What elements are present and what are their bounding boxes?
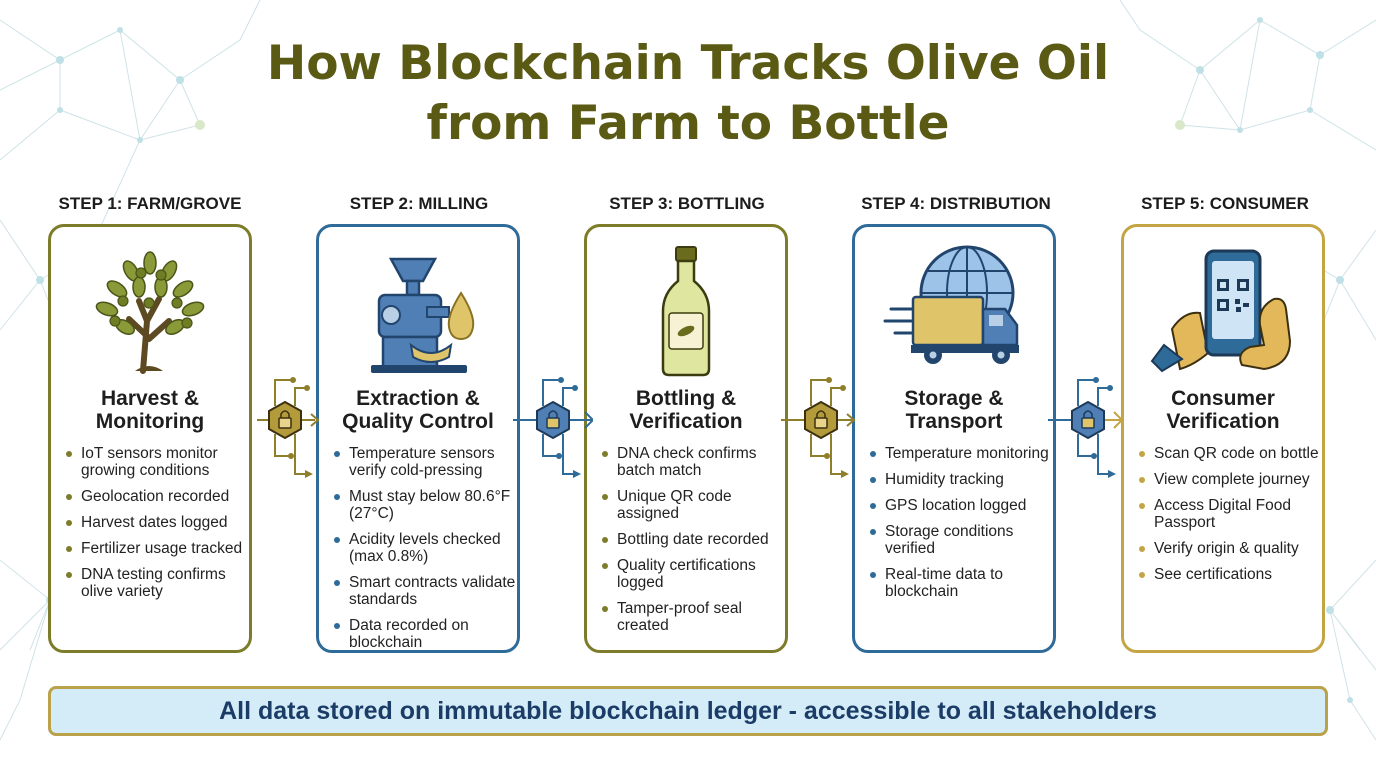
oil-bottle-icon [661, 246, 711, 377]
truck-globe-icon [883, 245, 1019, 364]
list-item: Must stay below 80.6°F (27°C) [333, 488, 517, 522]
list-item: Scan QR code on bottle [1138, 445, 1322, 462]
list-item: Data recorded on blockchain [333, 617, 517, 651]
step-1-label: STEP 1: FARM/GROVE [58, 194, 242, 213]
list-item: Access Digital Food Passport [1138, 497, 1322, 531]
list-item: Fertilizer usage tracked [65, 540, 249, 557]
step-2-card: Extraction &Quality Control Temperature … [316, 224, 520, 653]
list-item: Smart contracts validate standards [333, 574, 517, 608]
step-3-label: STEP 3: BOTTLING [609, 194, 765, 213]
list-item: Temperature sensors verify cold-pressing [333, 445, 517, 479]
olive-tree-icon [95, 251, 205, 374]
list-item: GPS location logged [869, 497, 1053, 514]
step-1-heading: Harvest &Monitoring [95, 387, 205, 433]
list-item: IoT sensors monitor growing conditions [65, 445, 249, 479]
ledger-banner: All data stored on immutable blockchain … [48, 686, 1328, 736]
list-item: Verify origin & quality [1138, 540, 1322, 557]
list-item: DNA testing confirms olive variety [65, 566, 249, 600]
step-4-bullet-list: Temperature monitoring Humidity tracking… [869, 445, 1053, 609]
step-2-heading: Extraction &Quality Control [342, 387, 494, 433]
list-item: Humidity tracking [869, 471, 1053, 488]
list-item: Quality certifications logged [601, 557, 785, 591]
step-4-card: Storage &Transport Temperature monitorin… [852, 224, 1056, 653]
list-item: View complete journey [1138, 471, 1322, 488]
page-title-line-2: from Farm to Bottle [426, 96, 950, 151]
blockchain-connector-3 [781, 377, 856, 478]
list-item: Storage conditions verified [869, 523, 1053, 557]
list-item: Geolocation recorded [65, 488, 249, 505]
step-3-card: Bottling &Verification DNA check confirm… [584, 224, 788, 653]
list-item: Tamper-proof seal created [601, 600, 785, 634]
blockchain-connector-1 [257, 377, 320, 478]
step-2-bullet-list: Temperature sensors verify cold-pressing… [333, 445, 517, 660]
list-item: DNA check confirms batch match [601, 445, 785, 479]
step-3-heading: Bottling &Verification [629, 387, 743, 433]
step-1-bullet-list: IoT sensors monitor growing conditions G… [65, 445, 249, 609]
step-5-label: STEP 5: CONSUMER [1141, 194, 1309, 213]
blockchain-connector-4 [1048, 377, 1124, 478]
list-item: Temperature monitoring [869, 445, 1053, 462]
list-item: Unique QR code assigned [601, 488, 785, 522]
step-4-label: STEP 4: DISTRIBUTION [861, 194, 1051, 213]
step-5-bullet-list: Scan QR code on bottle View complete jou… [1138, 445, 1322, 592]
list-item: Real-time data to blockchain [869, 566, 1053, 600]
list-item: Bottling date recorded [601, 531, 785, 548]
olive-press-icon [371, 257, 475, 373]
list-item: Acidity levels checked (max 0.8%) [333, 531, 517, 565]
list-item: Harvest dates logged [65, 514, 249, 531]
page-title-line-1: How Blockchain Tracks Olive Oil [266, 36, 1110, 91]
step-4-heading: Storage &Transport [904, 387, 1004, 433]
step-1-card: Harvest &Monitoring IoT sensors monitor … [48, 224, 252, 653]
step-2-label: STEP 2: MILLING [349, 194, 489, 213]
blockchain-connector-2 [513, 377, 593, 478]
list-item: See certifications [1138, 566, 1322, 583]
step-3-bullet-list: DNA check confirms batch match Unique QR… [601, 445, 785, 643]
phone-qr-scan-icon [1150, 249, 1292, 373]
